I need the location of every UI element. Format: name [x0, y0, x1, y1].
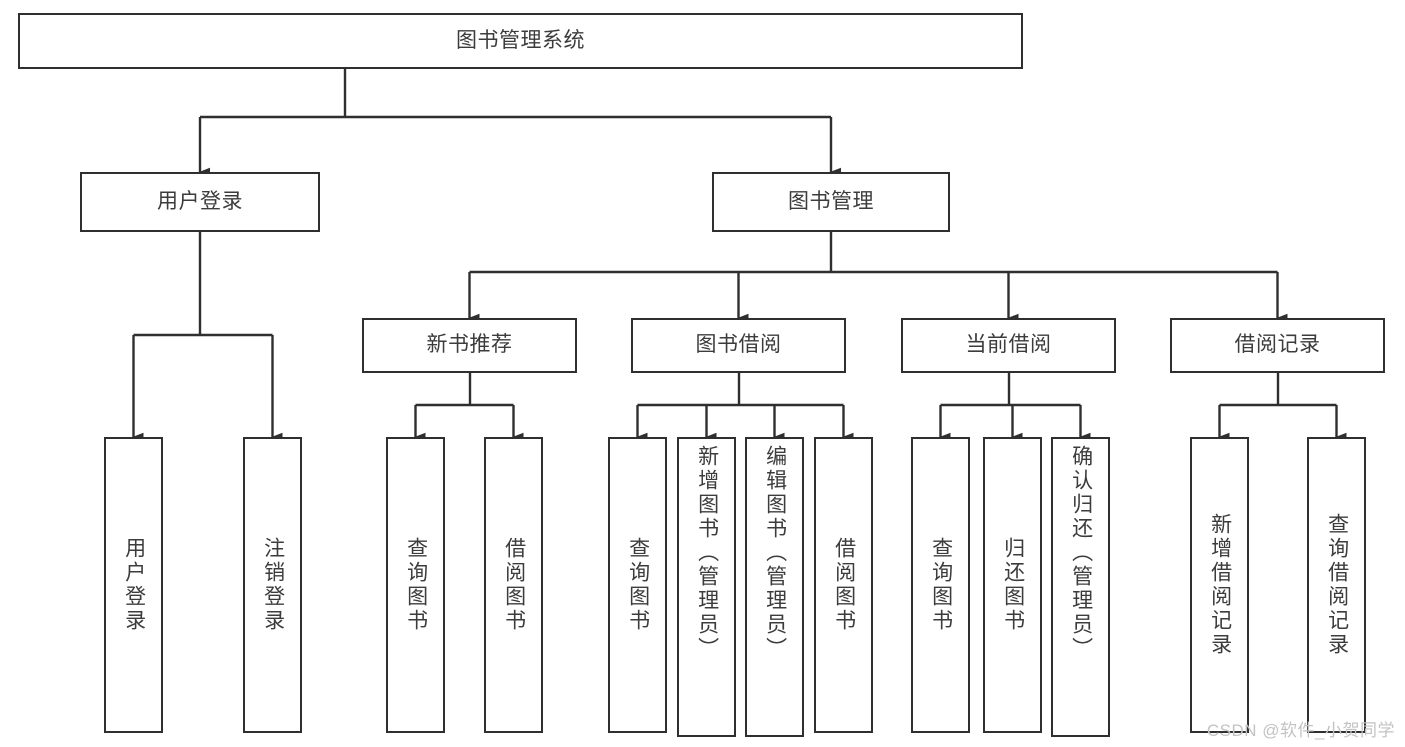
node-leaf-return-book[interactable]: 归还图书: [983, 437, 1042, 733]
node-label: 借阅记录: [1234, 333, 1321, 357]
node-label: 确认归还（管理员）: [1069, 445, 1093, 661]
node-label: 图书管理: [788, 189, 874, 213]
node-label: 借阅图书: [832, 537, 856, 633]
node-label: 新书推荐: [426, 333, 513, 357]
node-label: 借阅图书: [502, 537, 526, 633]
node-label: 查询借阅记录: [1325, 513, 1349, 657]
node-label: 查询图书: [929, 537, 953, 633]
node-leaf-logout-login[interactable]: 注销登录: [243, 437, 302, 733]
node-label: 当前借阅: [965, 333, 1052, 357]
node-leaf-add-borrow-record[interactable]: 新增借阅记录: [1190, 437, 1249, 733]
node-label: 用户登录: [157, 189, 243, 213]
node-label: 图书管理系统: [456, 28, 585, 52]
node-leaf-borrow-book-1[interactable]: 借阅图书: [484, 437, 543, 733]
watermark-credit: CSDN @软件_小贺同学: [1206, 721, 1395, 740]
node-current-borrow[interactable]: 当前借阅: [901, 318, 1116, 373]
node-label: 图书借阅: [695, 333, 782, 357]
node-label: 用户登录: [122, 537, 146, 633]
node-leaf-confirm-return-admin[interactable]: 确认归还（管理员）: [1051, 437, 1110, 737]
edge-layer: [132, 69, 1347, 442]
node-label: 注销登录: [261, 537, 285, 633]
node-user-login[interactable]: 用户登录: [80, 172, 320, 232]
node-leaf-query-borrow-record[interactable]: 查询借阅记录: [1307, 437, 1366, 733]
node-book-borrow[interactable]: 图书借阅: [631, 318, 846, 373]
node-label: 查询图书: [404, 537, 428, 633]
node-leaf-query-book-2[interactable]: 查询图书: [608, 437, 667, 733]
node-borrow-record[interactable]: 借阅记录: [1170, 318, 1385, 373]
node-new-book-recommend[interactable]: 新书推荐: [362, 318, 577, 373]
node-label: 查询图书: [626, 537, 650, 633]
node-root[interactable]: 图书管理系统: [18, 13, 1023, 69]
node-book-manage[interactable]: 图书管理: [712, 172, 950, 232]
node-leaf-query-book-3[interactable]: 查询图书: [911, 437, 970, 733]
node-leaf-query-book-1[interactable]: 查询图书: [386, 437, 445, 733]
node-leaf-add-book-admin[interactable]: 新增图书（管理员）: [677, 437, 736, 737]
node-leaf-user-login[interactable]: 用户登录: [104, 437, 163, 733]
node-label: 编辑图书（管理员）: [763, 445, 787, 661]
node-label: 归还图书: [1001, 537, 1025, 633]
node-leaf-edit-book-admin[interactable]: 编辑图书（管理员）: [745, 437, 804, 737]
node-label: 新增借阅记录: [1208, 513, 1232, 657]
node-leaf-borrow-book-2[interactable]: 借阅图书: [814, 437, 873, 733]
node-label: 新增图书（管理员）: [695, 445, 719, 661]
